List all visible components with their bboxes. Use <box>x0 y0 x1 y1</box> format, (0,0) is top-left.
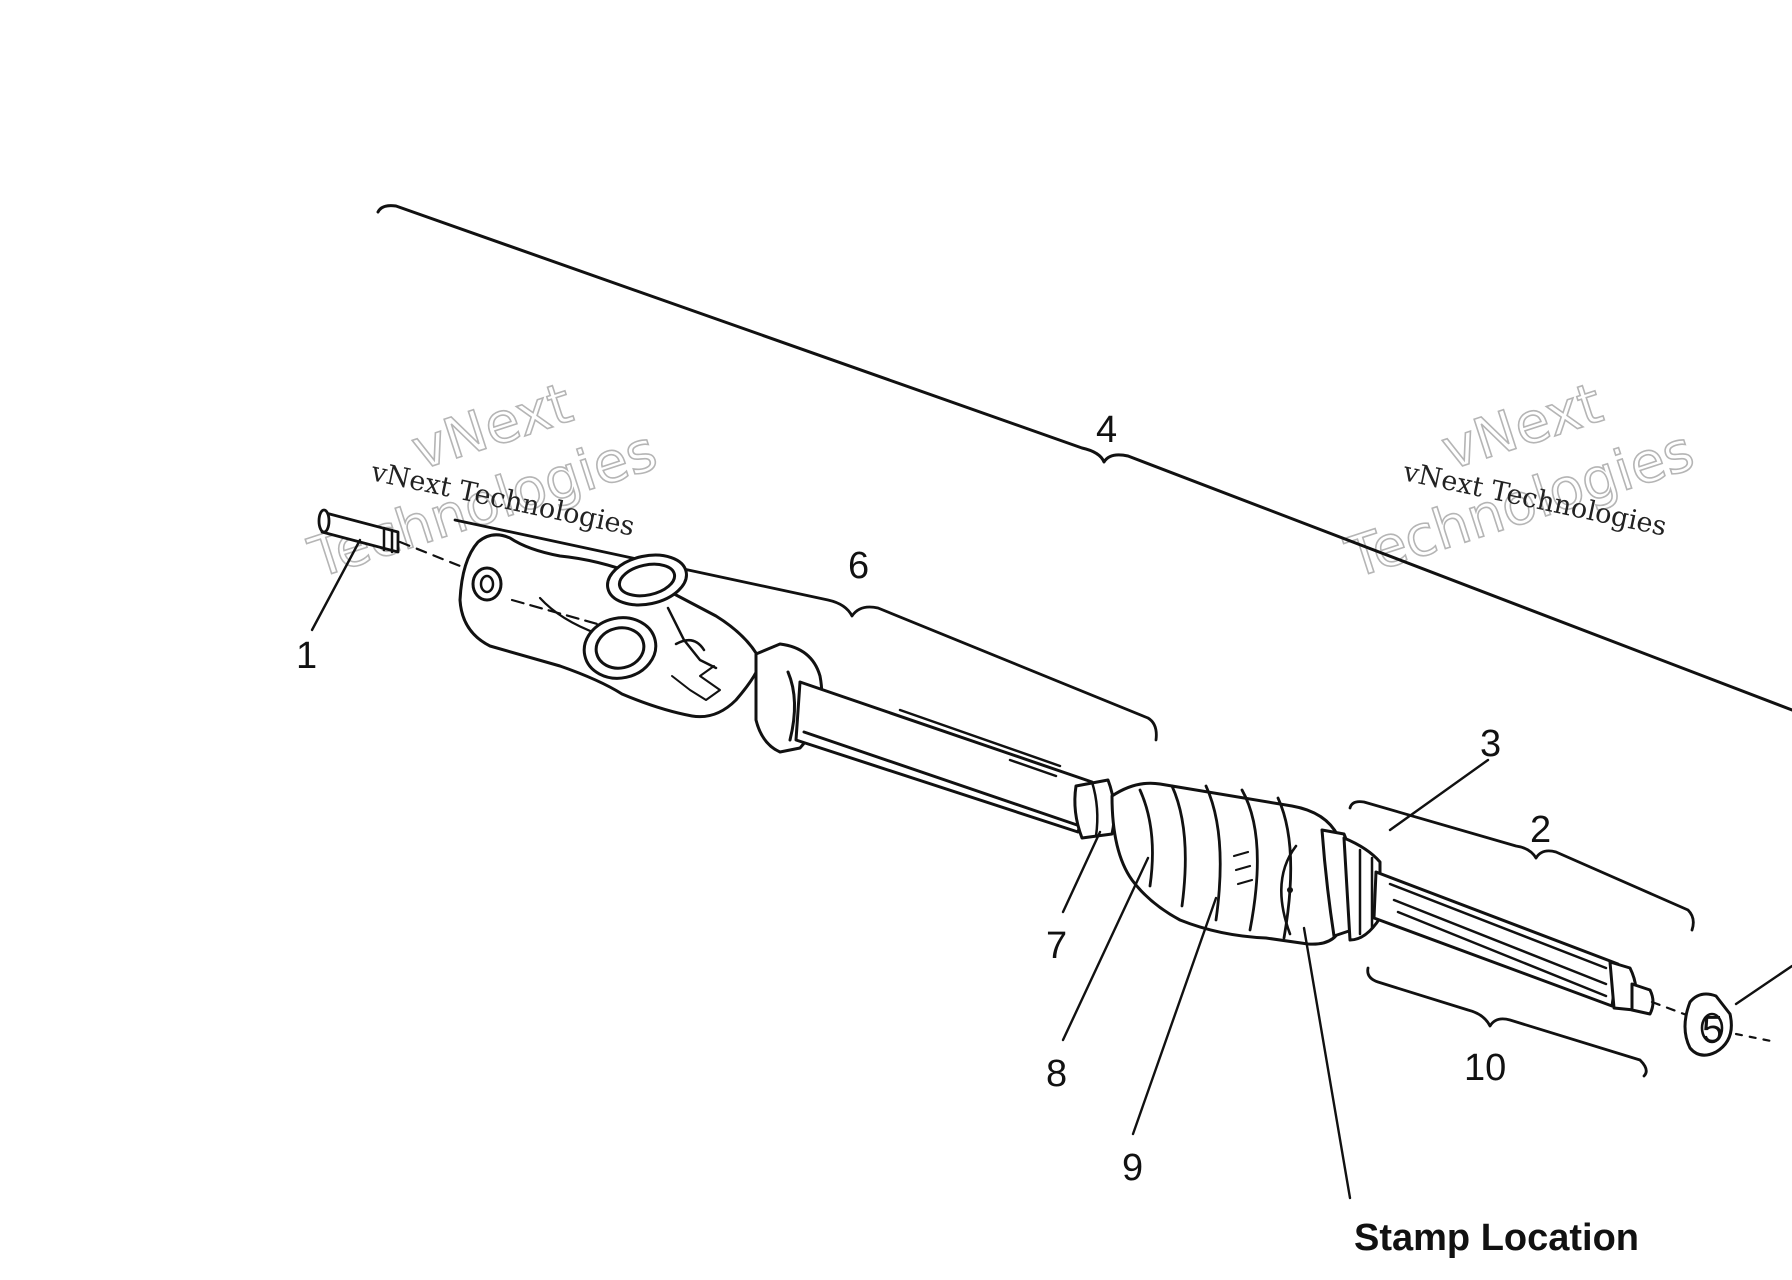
leader-7 <box>1061 830 1102 914</box>
leader-stamp <box>1302 926 1352 1200</box>
callout-6: 6 <box>848 545 869 587</box>
callout-2: 2 <box>1530 809 1551 851</box>
callout-8: 8 <box>1046 1053 1067 1095</box>
callout-4: 4 <box>1096 409 1117 451</box>
leader-9 <box>1131 896 1218 1136</box>
bracket-10 <box>1366 966 1648 1078</box>
pin-part <box>317 508 472 572</box>
main-shaft <box>794 680 1094 834</box>
leader-3 <box>1388 758 1490 832</box>
callout-7: 7 <box>1046 925 1067 967</box>
leader-lines <box>310 538 1792 1200</box>
callout-3: 3 <box>1480 723 1501 765</box>
callout-10: 10 <box>1464 1047 1506 1089</box>
stub-shaft <box>1372 870 1655 1016</box>
callout-1: 1 <box>296 635 317 677</box>
callout-5: 5 <box>1702 1009 1723 1051</box>
yoke-assembly <box>458 533 824 754</box>
bracket-4 <box>376 204 1792 712</box>
callout-9: 9 <box>1122 1147 1143 1189</box>
leader-5 <box>1734 964 1792 1006</box>
cv-boot-assembly <box>1073 778 1382 946</box>
nut-part <box>1650 992 1778 1057</box>
callout-numbers: 1 2 3 4 5 6 7 8 9 10 <box>296 409 1723 1189</box>
leader-8 <box>1061 856 1150 1042</box>
bracket-2 <box>1348 800 1695 932</box>
leader-1 <box>310 538 362 632</box>
stamp-location-label: Stamp Location <box>1354 1217 1639 1259</box>
bracket-6 <box>453 518 1158 742</box>
